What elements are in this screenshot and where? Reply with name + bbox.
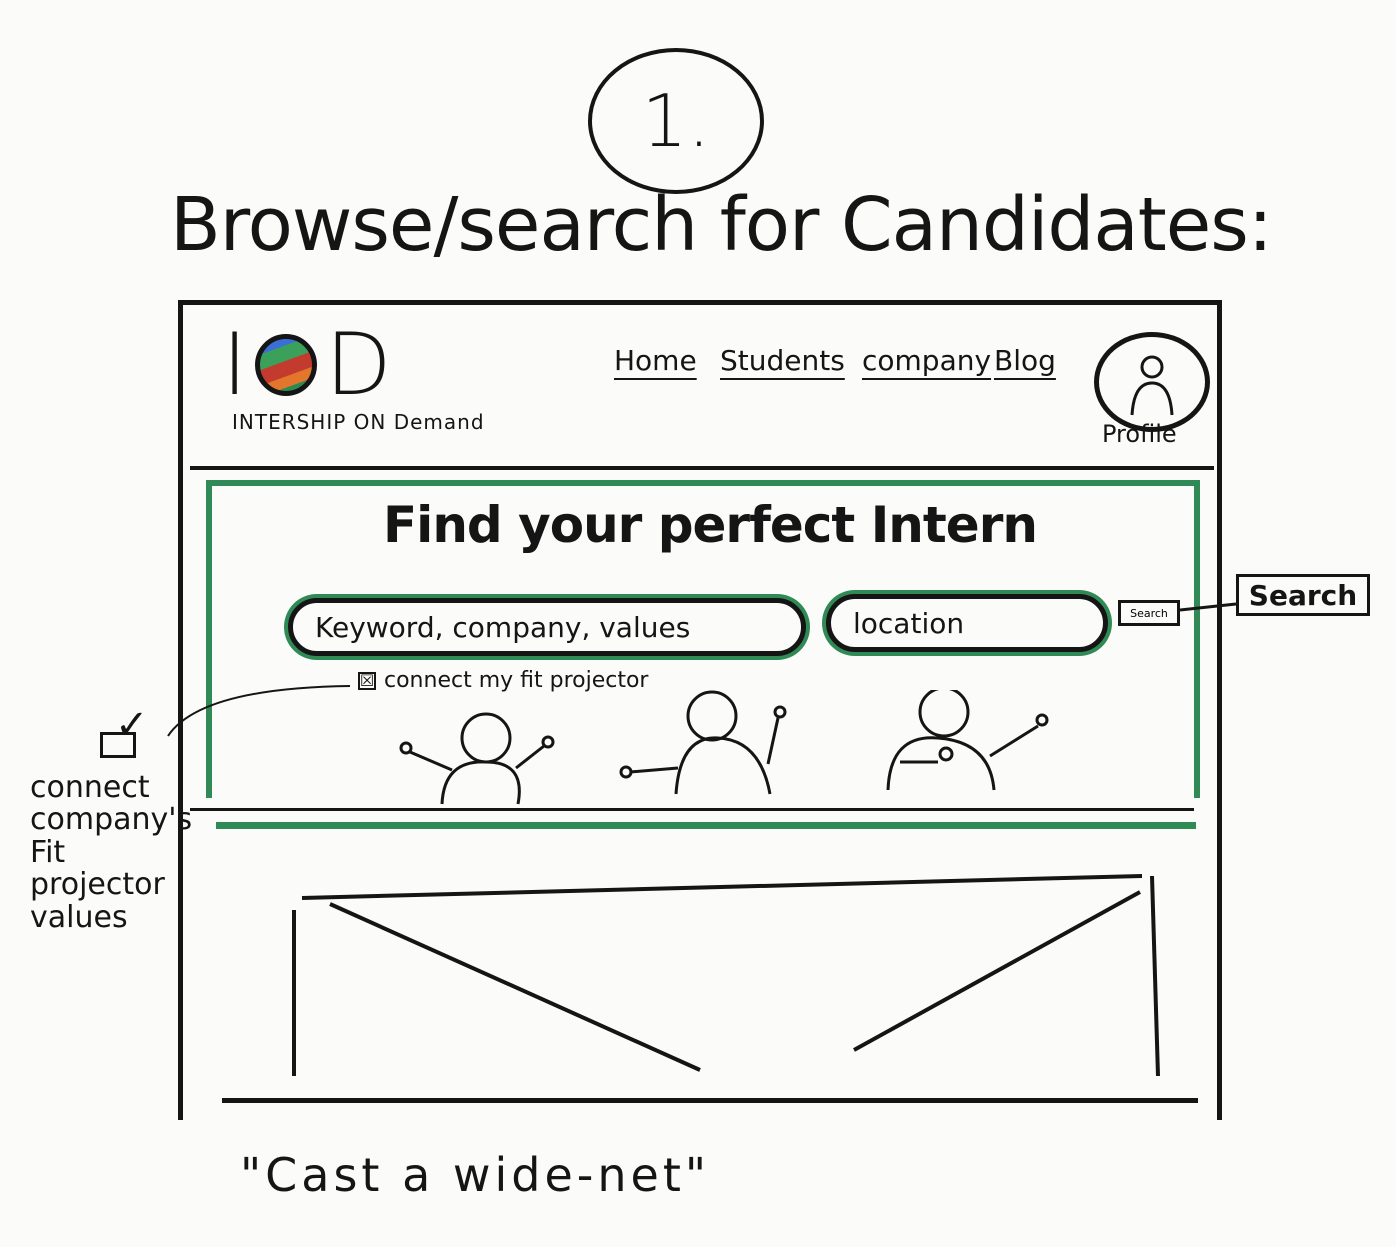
hero-divider xyxy=(190,808,1194,811)
search-callout-label: Search xyxy=(1236,574,1370,616)
annotation-checkbox-icon: ✓ xyxy=(100,705,149,758)
nav-home[interactable]: Home xyxy=(614,344,697,377)
nav-company[interactable]: company xyxy=(862,344,992,377)
fit-annotation-connector xyxy=(167,685,351,737)
hero-bottom-border xyxy=(216,822,1196,829)
hero-title: Find your perfect Intern xyxy=(383,496,1038,554)
fit-projector-option[interactable]: ☒ connect my fit projector xyxy=(358,668,648,693)
profile-avatar[interactable] xyxy=(1094,332,1210,432)
annotation-tagline: "Cast a wide-net" xyxy=(240,1148,711,1202)
hero-banner xyxy=(206,480,1200,798)
search-button[interactable]: Search xyxy=(1118,600,1180,626)
step-number-badge: 1. xyxy=(588,48,764,194)
fit-projector-label: connect my fit projector xyxy=(384,668,649,693)
search-callout-line xyxy=(1180,602,1237,612)
nav-students[interactable]: Students xyxy=(720,344,845,377)
profile-label: Profile xyxy=(1102,420,1177,448)
person-figure-3-icon xyxy=(886,690,1049,791)
keyword-search-input[interactable] xyxy=(288,598,806,656)
hero-illustration xyxy=(399,690,1049,805)
browser-frame xyxy=(178,300,1222,1120)
logo-letter-i: I xyxy=(222,315,248,415)
logo-tagline: INTERSHIP ON Demand xyxy=(232,410,485,434)
logo-letter-d: D xyxy=(325,315,392,415)
content-divider xyxy=(222,1098,1198,1103)
header-divider xyxy=(190,466,1214,470)
person-figure-2-icon xyxy=(619,690,787,795)
user-icon xyxy=(1130,355,1174,416)
checkbox-checked-icon: ☒ xyxy=(359,670,375,690)
nav-blog[interactable]: Blog xyxy=(994,344,1056,377)
content-image-placeholder xyxy=(292,874,1160,1077)
person-figure-1-icon xyxy=(399,712,555,805)
site-logo[interactable]: I D xyxy=(222,322,512,408)
location-input[interactable] xyxy=(826,594,1108,652)
fit-projector-annotation: connect company's Fit projector values xyxy=(30,770,193,935)
page-heading: Browse/search for Candidates: xyxy=(170,182,1273,268)
check-mark-icon: ✓ xyxy=(115,702,149,748)
step-number: 1. xyxy=(641,79,711,163)
fit-projector-checkbox[interactable]: ☒ xyxy=(358,670,376,690)
logo-globe-icon xyxy=(255,334,318,396)
